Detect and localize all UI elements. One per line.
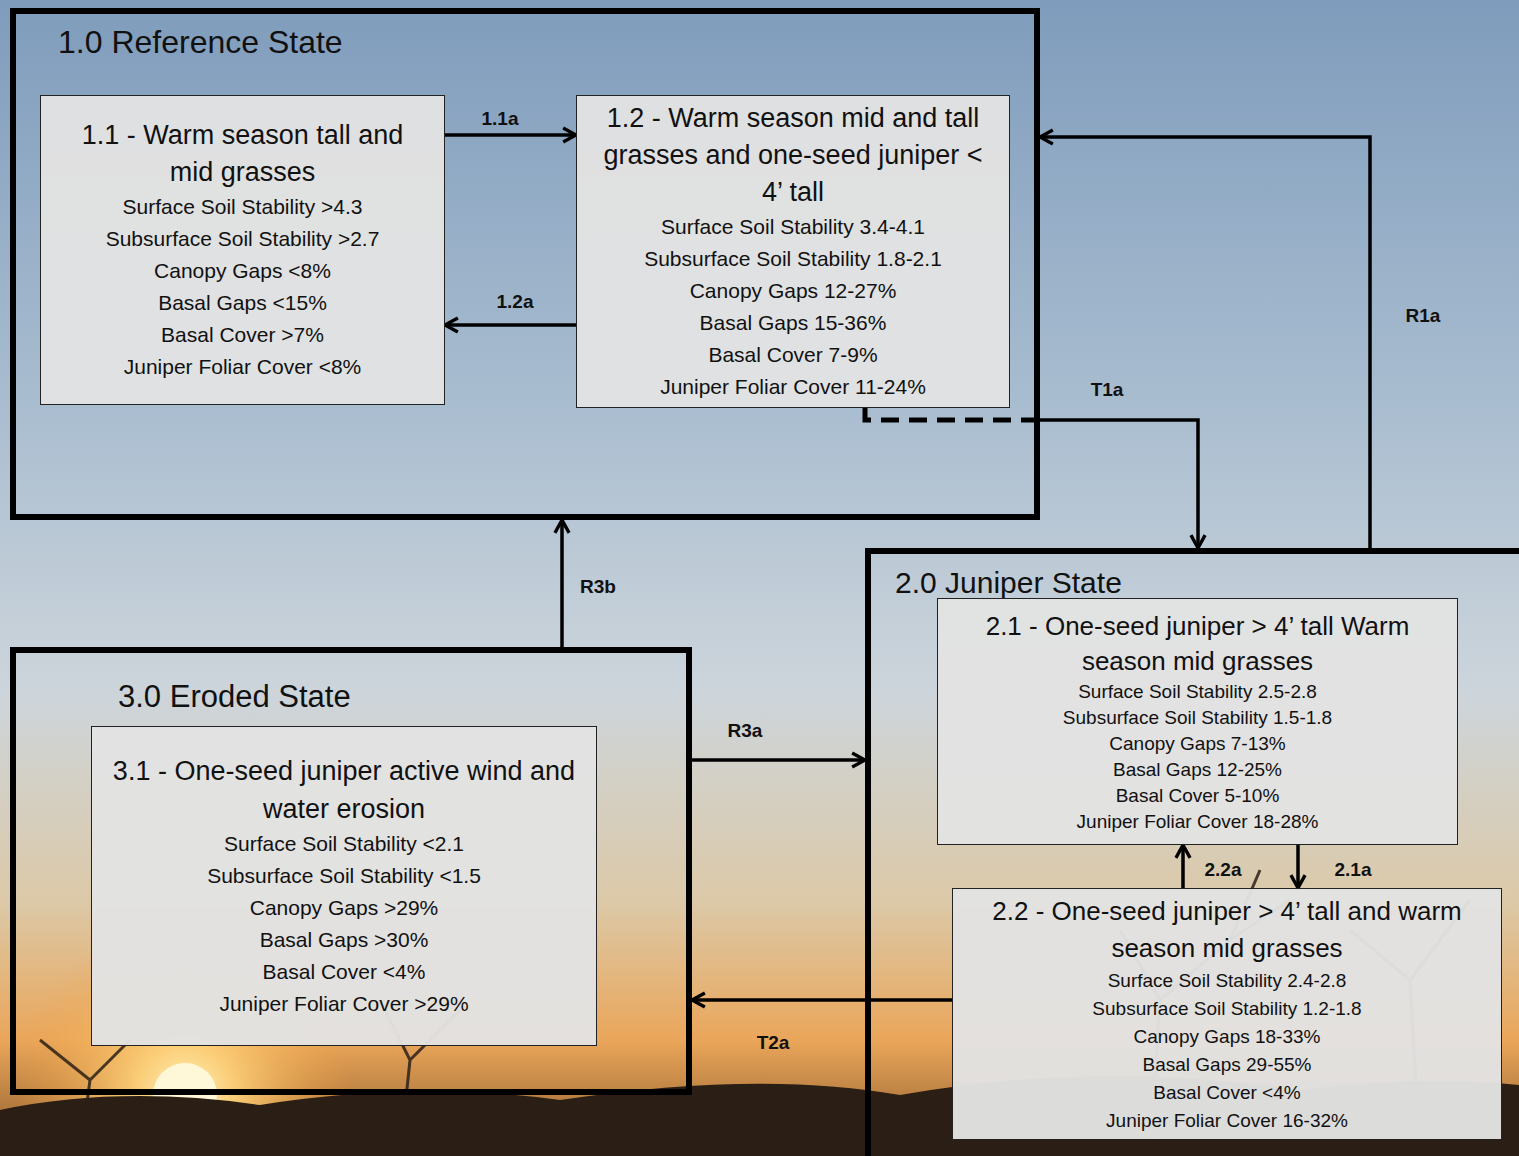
phase-indicator: Canopy Gaps 7-13% — [1109, 731, 1285, 757]
tree-silhouette — [0, 1076, 1519, 1156]
transition-label: T1a — [1091, 379, 1124, 401]
phase-indicator: Basal Cover 7-9% — [708, 339, 877, 371]
community-phase-box: 2.2 - One-seed juniper > 4’ tall and war… — [952, 888, 1502, 1140]
phase-indicator: Canopy Gaps <8% — [154, 255, 331, 287]
phase-indicator: Subsurface Soil Stability 1.2-1.8 — [1092, 995, 1361, 1023]
transition-label: R1a — [1406, 305, 1441, 327]
state-box: 1.0 Reference State 1.1 - Warm season tal… — [10, 8, 1040, 520]
connector-line — [1296, 845, 1300, 888]
transition-arrow — [692, 1000, 952, 1001]
transition-arrow — [445, 135, 576, 136]
transition-label: 2.2a — [1205, 859, 1242, 881]
phase-indicator: Canopy Gaps 12-27% — [690, 275, 897, 307]
community-phase-box: 3.1 - One-seed juniper active wind and w… — [91, 726, 597, 1046]
phase-indicator: Juniper Foliar Cover <8% — [124, 351, 362, 383]
transition-arrow — [1298, 845, 1299, 888]
transition-label: T2a — [757, 1032, 790, 1054]
phase-indicator: Basal Gaps 12-25% — [1113, 757, 1282, 783]
phase-indicator: Basal Cover <4% — [1153, 1079, 1300, 1107]
transition-arrow — [692, 760, 865, 761]
phase-heading: 2.2 - One-seed juniper > 4’ tall and war… — [972, 893, 1482, 967]
phase-indicator: Subsurface Soil Stability 1.8-2.1 — [644, 243, 942, 275]
phase-indicator: Juniper Foliar Cover 16-32% — [1106, 1107, 1348, 1135]
transition-arrow — [1040, 137, 1370, 548]
connector-line — [1181, 845, 1185, 888]
phase-indicator: Juniper Foliar Cover >29% — [219, 988, 468, 1020]
connector-line — [865, 408, 1040, 420]
phase-indicator: Basal Gaps >30% — [260, 924, 429, 956]
transition-arrow — [1183, 845, 1184, 888]
phase-heading: 1.1 - Warm season tall and mid grasses — [60, 117, 425, 191]
community-phase-box: 1.1 - Warm season tall and mid grassesSu… — [40, 95, 445, 405]
state-box: 3.0 Eroded State 3.1 - One-seed juniper a… — [10, 647, 692, 1095]
phase-indicator: Juniper Foliar Cover 18-28% — [1077, 809, 1319, 835]
transition-label: R3a — [728, 720, 763, 742]
transition-arrow — [562, 520, 563, 647]
phase-indicator: Basal Cover >7% — [161, 319, 324, 351]
transition-arrow — [865, 408, 1198, 548]
connector-line — [1040, 420, 1198, 548]
phase-indicator: Canopy Gaps >29% — [250, 892, 439, 924]
phase-indicator: Basal Gaps <15% — [158, 287, 327, 319]
community-phase-box: 1.2 - Warm season mid and tall grasses a… — [576, 95, 1010, 408]
phase-indicator: Subsurface Soil Stability >2.7 — [106, 223, 380, 255]
transition-label: 2.1a — [1335, 859, 1372, 881]
phase-indicator: Basal Cover 5-10% — [1116, 783, 1280, 809]
connector-line — [560, 520, 564, 647]
phase-indicator: Basal Gaps 15-36% — [700, 307, 887, 339]
phase-indicator: Subsurface Soil Stability <1.5 — [207, 860, 481, 892]
connector-line — [692, 758, 865, 762]
phase-indicator: Basal Cover <4% — [263, 956, 426, 988]
connector-line — [445, 323, 576, 327]
phase-heading: 1.2 - Warm season mid and tall grasses a… — [596, 100, 990, 211]
phase-indicator: Canopy Gaps 18-33% — [1134, 1023, 1321, 1051]
transition-label: R3b — [580, 576, 616, 598]
connector-line — [1040, 137, 1370, 548]
phase-indicator: Basal Gaps 29-55% — [1143, 1051, 1312, 1079]
phase-indicator: Subsurface Soil Stability 1.5-1.8 — [1063, 705, 1332, 731]
state-title: 3.0 Eroded State — [118, 679, 351, 715]
phase-indicator: Surface Soil Stability <2.1 — [224, 828, 464, 860]
phase-indicator: Surface Soil Stability >4.3 — [123, 191, 363, 223]
community-phase-box: 2.1 - One-seed juniper > 4’ tall Warm se… — [937, 598, 1458, 845]
phase-indicator: Surface Soil Stability 2.5-2.8 — [1078, 679, 1317, 705]
phase-indicator: Juniper Foliar Cover 11-24% — [660, 371, 926, 403]
transition-arrow — [445, 325, 576, 326]
transition-label: 1.2a — [497, 291, 534, 313]
phase-indicator: Surface Soil Stability 2.4-2.8 — [1108, 967, 1347, 995]
state-title: 2.0 Juniper State — [895, 566, 1122, 600]
phase-heading: 2.1 - One-seed juniper > 4’ tall Warm se… — [957, 609, 1438, 679]
transition-label: 1.1a — [482, 108, 519, 130]
connector-line — [445, 133, 576, 137]
state-box: 2.0 Juniper State 2.1 - One-seed juniper … — [865, 548, 1519, 1156]
phase-heading: 3.1 - One-seed juniper active wind and w… — [111, 752, 577, 828]
phase-indicator: Surface Soil Stability 3.4-4.1 — [661, 211, 925, 243]
connector-line — [692, 998, 952, 1002]
state-title: 1.0 Reference State — [58, 24, 343, 61]
